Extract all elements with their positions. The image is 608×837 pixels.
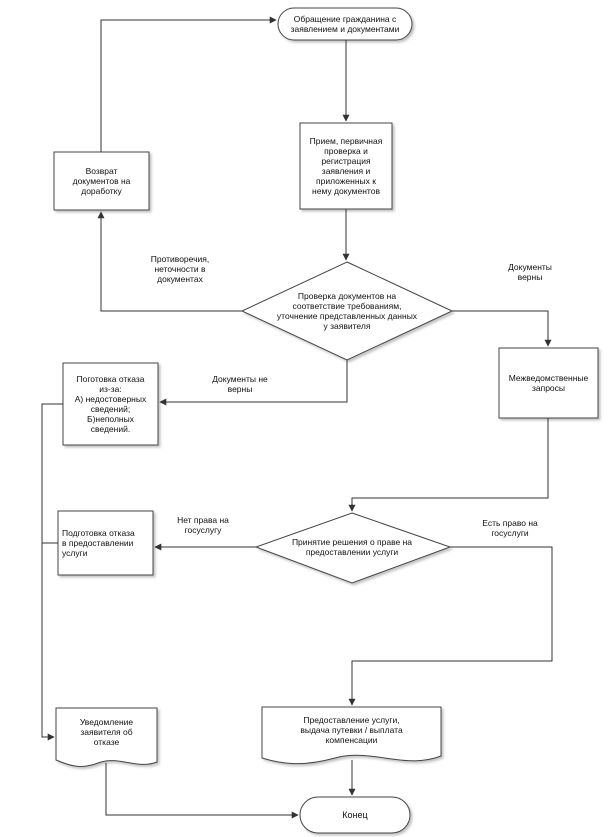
provide-document-shape xyxy=(261,706,442,765)
edge-label-has-right: Есть право на госуслуги xyxy=(482,518,538,539)
return-docs-node-text: Возврат документов на доработку xyxy=(72,165,131,196)
check-node-text: Проверка документов на соответствие треб… xyxy=(276,290,418,332)
service-decision-shape xyxy=(254,512,452,584)
start-terminator-shape xyxy=(277,7,413,41)
edge-label-docs-not-ok: Документы не верны xyxy=(212,374,268,395)
edge-decision-to-provide xyxy=(348,546,553,706)
edge-refusal-prep-to-notify xyxy=(41,403,63,741)
edge-label-contradictions: Противоречия, неточности в документах xyxy=(150,254,210,285)
edge-check-to-interagency xyxy=(452,310,552,347)
edge-check-to-refusal-prep xyxy=(159,360,348,406)
refusal-service-process-shape xyxy=(57,510,154,576)
refusal-service-node-text: Подготовка отказа в предоставлении услуг… xyxy=(62,527,135,558)
interagency-process-shape xyxy=(498,347,599,419)
edge-label-docs-ok: Документы верны xyxy=(508,262,552,283)
edge-label-no-right: Нет права на госуслугу xyxy=(177,515,229,536)
notify-node-text: Уведомление заявителя об отказе xyxy=(79,716,134,747)
edge-return-to-start xyxy=(100,16,277,152)
interagency-node-text: Межведомственные запросы xyxy=(508,372,589,393)
reception-process-shape xyxy=(299,122,393,210)
edge-notify-to-end xyxy=(105,763,299,819)
edge-check-to-return xyxy=(97,211,242,312)
start-node-text: Обращение гражданина с заявлением и доку… xyxy=(290,13,400,34)
reception-node-text: Прием, первичная проверка и регистрация … xyxy=(309,135,383,197)
edge-interagency-to-decision xyxy=(348,418,549,512)
end-node-text: Конец xyxy=(342,809,368,820)
notify-document-shape xyxy=(55,707,158,767)
end-terminator-shape xyxy=(299,796,411,834)
refusal-prep-node-text: Поготовка отказа из-за: А) недостоверных… xyxy=(74,373,147,435)
provide-node-text: Предоставление услуги, выдача путевки / … xyxy=(300,714,403,745)
service-decision-node-text: Принятие решения о праве на предоставлен… xyxy=(291,536,413,557)
